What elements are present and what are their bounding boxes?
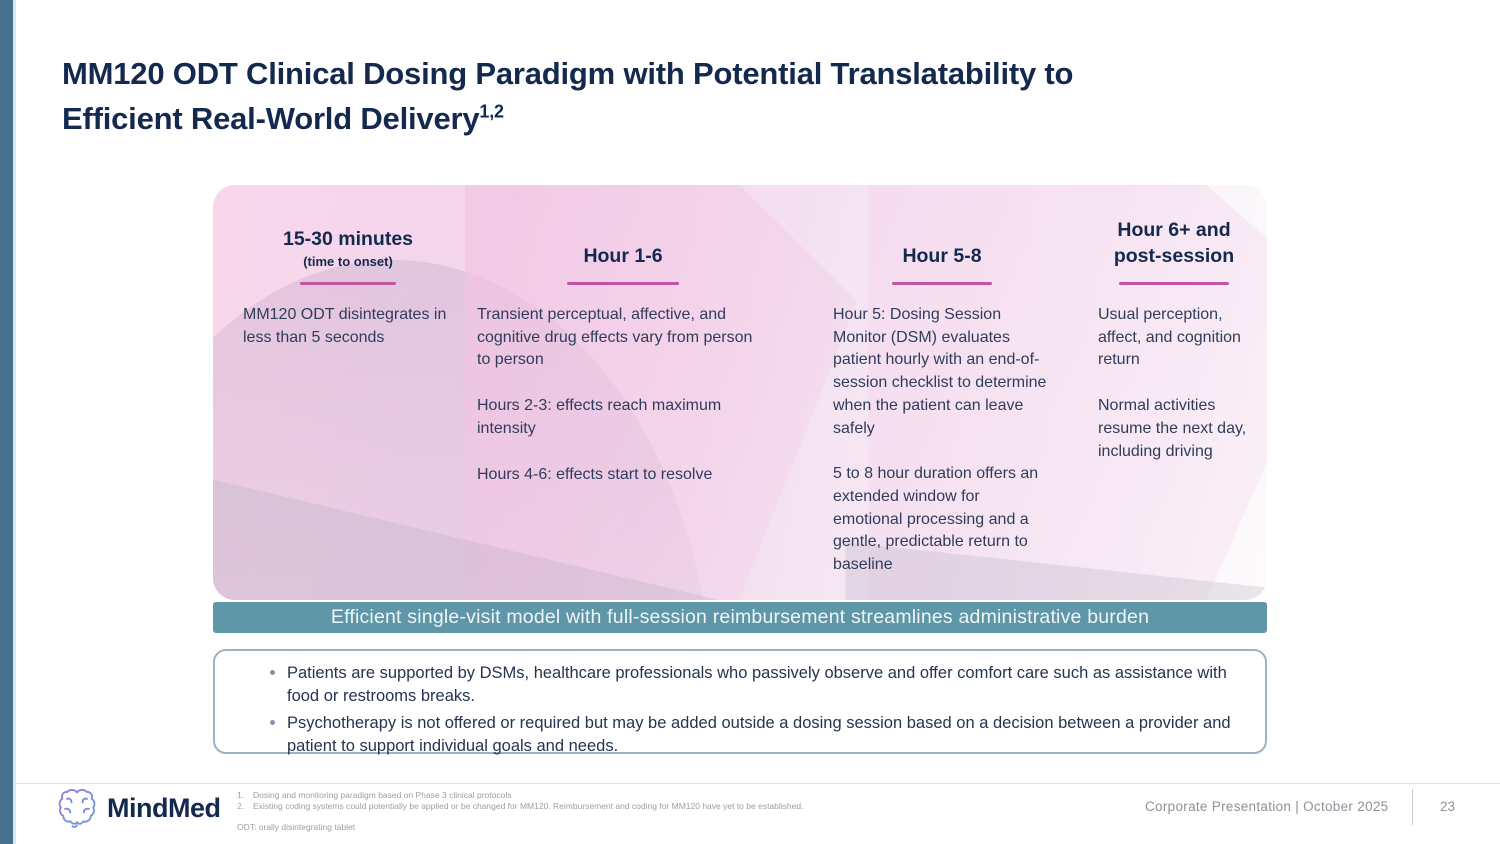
column-paragraph: MM120 ODT disintegrates in less than 5 s… xyxy=(243,306,447,346)
column-paragraph: Hours 4-6: effects start to resolve xyxy=(477,465,713,483)
bullet-dot-icon xyxy=(270,719,275,725)
header-underline xyxy=(567,282,679,285)
efficiency-banner: Efficient single-visit model with full-s… xyxy=(213,602,1267,633)
support-callout-box: Patients are supported by DSMs, healthca… xyxy=(213,649,1267,755)
column-subheader-label: (time to onset) xyxy=(303,254,393,269)
page-number: 23 xyxy=(1440,799,1456,814)
header-underline xyxy=(300,282,396,285)
column-body: MM120 ODT disintegrates in less than 5 s… xyxy=(243,304,453,349)
column-paragraph: Transient perceptual, affective, and cog… xyxy=(477,306,753,369)
presentation-label: Corporate Presentation | October 2025 xyxy=(1145,799,1389,814)
column-paragraph: Normal activities resume the next day, i… xyxy=(1098,397,1247,460)
column-header: 15-30 minutes (time to onset) xyxy=(243,185,453,285)
left-accent-bar xyxy=(0,0,13,844)
bullet-dot-icon xyxy=(270,670,275,675)
column-body: Hour 5: Dosing Session Monitor (DSM) eva… xyxy=(833,304,1051,577)
callout-bullet-text: Psychotherapy is not offered or required… xyxy=(287,713,1231,756)
column-paragraph: 5 to 8 hour duration offers an extended … xyxy=(833,465,1039,574)
column-header-label: Hour 5-8 xyxy=(902,244,982,267)
timeline-column-post-session: Hour 6+ and post-session Usual perceptio… xyxy=(1098,185,1250,600)
dosing-timeline-panel: 15-30 minutes (time to onset) MM120 ODT … xyxy=(213,185,1267,600)
column-body: Usual perception, affect, and cognition … xyxy=(1098,304,1250,463)
mindmed-logo: MindMed xyxy=(55,786,221,830)
timeline-column-hour-1-6: Hour 1-6 Transient perceptual, affective… xyxy=(477,185,769,600)
mindmed-wordmark: MindMed xyxy=(107,792,221,823)
title-line-1: MM120 ODT Clinical Dosing Paradigm with … xyxy=(62,55,1074,91)
timeline-column-hour-5-8: Hour 5-8 Hour 5: Dosing Session Monitor … xyxy=(833,185,1051,600)
footnotes: 1. Dosing and monitoring paradigm based … xyxy=(237,790,877,812)
header-underline xyxy=(892,282,992,285)
timeline-column-onset: 15-30 minutes (time to onset) MM120 ODT … xyxy=(243,185,453,600)
page-number-divider xyxy=(1412,789,1413,825)
column-header: Hour 5-8 xyxy=(833,185,1051,285)
page-title: MM120 ODT Clinical Dosing Paradigm with … xyxy=(62,51,1452,142)
column-header-label: Hour 6+ and post-session xyxy=(1113,219,1235,267)
column-paragraph: Hours 2-3: effects reach maximum intensi… xyxy=(477,397,722,437)
footnote-2: 2. Existing coding systems could potenti… xyxy=(237,801,804,812)
column-body: Transient perceptual, affective, and cog… xyxy=(477,304,769,486)
column-header: Hour 6+ and post-session xyxy=(1098,185,1250,285)
title-line-2: Efficient Real-World Delivery1,2 xyxy=(62,101,504,137)
column-paragraph: Usual perception, affect, and cognition … xyxy=(1098,306,1241,369)
column-header-label: 15-30 minutes xyxy=(282,227,414,250)
title-footnote-superscript: 1,2 xyxy=(479,102,504,122)
column-header: Hour 1-6 xyxy=(477,185,769,285)
mindmed-brain-logo-icon xyxy=(58,789,96,828)
callout-bullet: Psychotherapy is not offered or required… xyxy=(270,712,1235,759)
footnote-1: 1. Dosing and monitoring paradigm based … xyxy=(237,790,512,800)
footer-divider xyxy=(16,783,1500,784)
column-header-label: Hour 1-6 xyxy=(583,244,663,267)
callout-bullet-text: Patients are supported by DSMs, healthca… xyxy=(287,664,1227,706)
callout-bullet: Patients are supported by DSMs, healthca… xyxy=(270,662,1235,709)
column-paragraph: Hour 5: Dosing Session Monitor (DSM) eva… xyxy=(833,306,1047,437)
left-accent-bar-edge xyxy=(13,0,16,844)
header-underline xyxy=(1119,282,1229,285)
abbreviation-note: ODT: orally disintegrating tablet xyxy=(237,822,356,832)
